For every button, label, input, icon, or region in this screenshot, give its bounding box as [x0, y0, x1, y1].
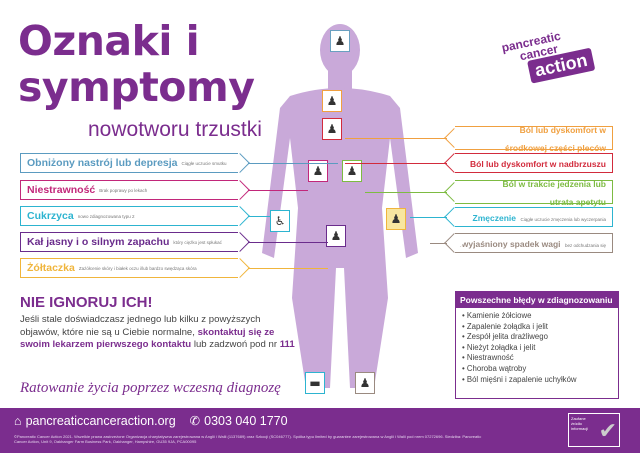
- connector-line: [345, 138, 447, 139]
- misdiagnosis-item: • Ból mięśni i zapalenie uchyłków: [462, 374, 577, 384]
- warning-heading: NIE IGNORUJ ICH!: [20, 294, 153, 311]
- fatigue-icon: ▬: [305, 372, 325, 394]
- misdiagnosis-item: • Choroba wątroby: [462, 363, 527, 373]
- symptom-detail: bez odchudzania się: [564, 243, 606, 248]
- doctor-icon: ♟: [330, 30, 350, 52]
- diabetes-icon: ♿: [270, 210, 290, 232]
- indigestion-icon: ♟: [308, 160, 328, 182]
- symptom-detail: nowo zdiagnozowana typu 2: [77, 213, 135, 219]
- symptom-title: Kał jasny i o silnym zapachu: [27, 236, 170, 248]
- connector-line: [248, 163, 338, 164]
- connector-line: [248, 242, 328, 243]
- warning-section: NIE IGNORUJ ICH! Jeśli stale doświadczas…: [20, 294, 300, 352]
- symptom-title: Ból w trakcie jedzenia lub utrata apetyt…: [502, 179, 606, 207]
- symptom-detail: który ciężko jest spłukać: [173, 239, 222, 245]
- misdiagnosis-item: • Zapalenie żołądka i jelit: [462, 321, 548, 331]
- symptom-detail: Zażółcenie skóry i białek oczu i/lub bar…: [78, 265, 197, 271]
- misdiagnosis-item: • Kamienie żółciowe: [462, 311, 532, 320]
- symptom-title: Zmęczenie: [472, 213, 516, 223]
- warning-text-part: Jeśli stale doświadczasz jednego lub kil…: [20, 314, 261, 338]
- symptom-title: Niewyjaśniony spadek wagi: [448, 239, 561, 249]
- symptom-title: Cukrzyca: [27, 210, 74, 222]
- title-line: Oznaki i: [18, 17, 200, 65]
- symptom-detail: Brak poprawy po lekach: [99, 187, 148, 193]
- misdiagnosis-item: • Nieżyt żołądka i jelit: [462, 342, 536, 352]
- connector-line: [410, 217, 447, 218]
- warning-text: Jeśli stale doświadczasz jednego lub kil…: [20, 314, 300, 352]
- website-link[interactable]: pancreaticcanceraction.org: [25, 414, 176, 428]
- connector-line: [345, 163, 447, 164]
- misdiagnosis-item: • Zespół jelita drażliwego: [462, 332, 548, 342]
- phone-icon: ✆: [189, 414, 201, 428]
- home-icon: ⌂: [14, 414, 22, 428]
- symptom-title: Niestrawność: [27, 184, 96, 196]
- symptom-right: Zmęczenie Ciągłe uczucie zmęczenia lub w…: [455, 207, 613, 227]
- connector-line: [248, 216, 270, 217]
- connector-line: [365, 192, 447, 193]
- symptom-title: Żółtaczka: [27, 262, 75, 274]
- misdiagnosis-item: • Niestrawność: [462, 353, 514, 363]
- warning-text-part: lub zadzwoń pod nr: [191, 339, 280, 350]
- subtitle: nowotworu trzustki: [88, 118, 262, 141]
- symptom-title: Ból lub dyskomfort w środkowej części pl…: [504, 125, 606, 153]
- eating-icon: ♟: [342, 160, 362, 182]
- abdominal-pain-icon: ♟: [322, 118, 342, 140]
- symptom-detail: Ciągłe uczucie smutku: [181, 160, 227, 166]
- connector-line: [248, 190, 308, 191]
- back-pain-icon: ♟: [322, 90, 342, 112]
- jaundice-icon: ♟: [386, 208, 406, 230]
- symptom-title: Obniżony nastrój lub depresja: [27, 157, 178, 169]
- symptom-right: Ból w trakcie jedzenia lub utrata apetyt…: [455, 179, 613, 207]
- misdiagnosis-heading: Powszechne błędy w zdiagnozowaniu: [456, 292, 618, 308]
- symptom-detail: Ciągłe uczucie zmęczenia lub wyczerpania: [520, 217, 606, 222]
- phone-111: 111: [279, 339, 295, 350]
- symptom-right: Niewyjaśniony spadek wagi bez odchudzani…: [449, 233, 613, 253]
- title-line: symptomy: [18, 63, 255, 111]
- weight-loss-icon: ♟: [355, 372, 375, 394]
- symptom-title: Ból lub dyskomfort w nadbrzuszu: [469, 159, 606, 169]
- slogan: Ratowanie życia poprzez wczesną diagnozę: [20, 380, 281, 396]
- badge-text: Zaufane źródło informacji: [571, 416, 589, 431]
- fineprint: ©Pancreatic Cancer Action 2021. Wszelkie…: [14, 434, 482, 444]
- footer: ⌂ pancreaticcanceraction.org ✆ 0303 040 …: [0, 408, 640, 453]
- warning-emphasis: skontaktuj się ze swoim lekarzem pierwsz…: [20, 326, 275, 351]
- phone-number[interactable]: 0303 040 1770: [204, 414, 288, 428]
- trusted-info-badge: Zaufane źródło informacji ✔: [568, 413, 620, 447]
- symptom-right: Ból lub dyskomfort w środkowej części pl…: [455, 125, 613, 153]
- symptom-right: Ból lub dyskomfort w nadbrzuszu: [455, 153, 613, 173]
- connector-line: [248, 268, 328, 269]
- connector-line: [430, 243, 447, 244]
- toilet-icon: ♟: [326, 225, 346, 247]
- checkmark-icon: ✔: [598, 418, 617, 443]
- logo: pancreatic cancer action: [500, 19, 622, 96]
- misdiagnosis-box: Powszechne błędy w zdiagnozowaniu • Kami…: [455, 291, 619, 399]
